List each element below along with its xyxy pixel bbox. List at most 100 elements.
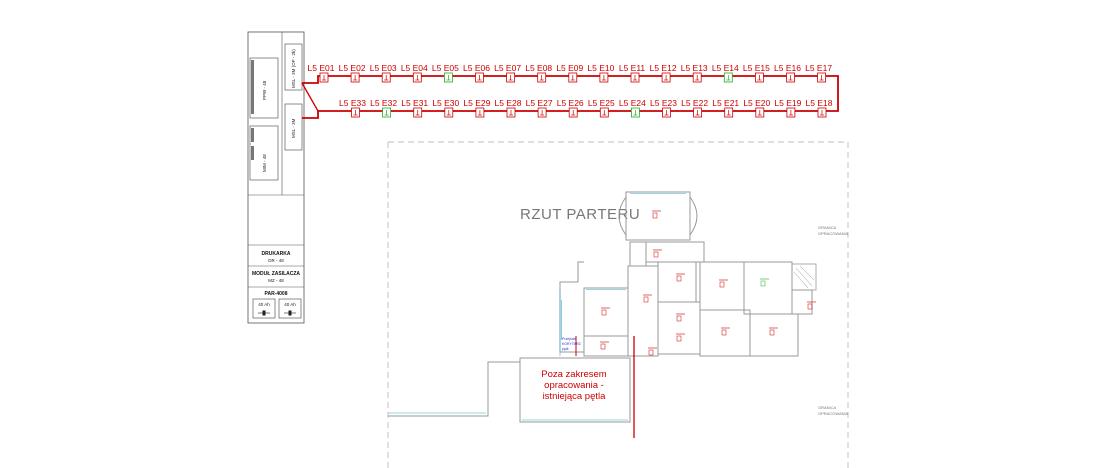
loop-device-l5-e04: L5 E04 bbox=[401, 63, 428, 83]
plan-detector bbox=[643, 294, 652, 303]
loop-device-label: L5 E29 bbox=[463, 98, 490, 108]
mim-module-label: MIM - 48 bbox=[262, 154, 267, 172]
loop-device-l5-e33: L5 E33 bbox=[339, 98, 366, 118]
loop-device-label: L5 E03 bbox=[370, 63, 397, 73]
loop-module-1: MSL - 3M (OP - 2k) bbox=[284, 43, 303, 91]
loop-device-label: L5 E19 bbox=[774, 98, 801, 108]
loop-device-label: L5 E05 bbox=[432, 63, 459, 73]
control-panel: MSL - 3M (OP - 2k) MSL - 3M PPW - 48 MIM… bbox=[247, 31, 305, 324]
battery-cell-2: 40 Ah bbox=[278, 298, 302, 319]
battery-cell-1: 40 Ah bbox=[252, 298, 276, 319]
loop-device-l5-e08: L5 E08 bbox=[525, 63, 552, 83]
ppw-module: PPW - 48 bbox=[249, 57, 279, 119]
loop-device-l5-e16: L5 E16 bbox=[774, 63, 801, 83]
out-of-scope-note-line3: istniejąca pętla bbox=[543, 391, 607, 402]
plan-detector bbox=[760, 278, 769, 287]
loop-device-l5-e20: L5 E20 bbox=[743, 98, 771, 118]
loop-device-label: L5 E16 bbox=[774, 63, 801, 73]
plan-detector bbox=[600, 341, 609, 350]
loop-device-label: L5 E24 bbox=[619, 98, 646, 108]
loop-device-label: L5 E27 bbox=[526, 98, 553, 108]
detection-loop-wiring bbox=[301, 75, 839, 119]
loop-device-l5-e05: L5 E05 bbox=[432, 63, 459, 83]
loop-device-label: L5 E01 bbox=[308, 63, 335, 73]
loop-device-label: L5 E21 bbox=[712, 98, 739, 108]
plan-detector bbox=[676, 313, 685, 322]
loop-device-l5-e32: L5 E32 bbox=[370, 98, 397, 118]
loop-device-label: L5 E26 bbox=[557, 98, 584, 108]
loop-device-l5-e01: L5 E01 bbox=[308, 63, 335, 83]
battery-cell-2-label: 40 Ah bbox=[284, 302, 296, 307]
loop-device-l5-e18: L5 E18 bbox=[806, 98, 833, 118]
loop-device-l5-e29: L5 E29 bbox=[463, 98, 491, 118]
loop-device-l5-e13: L5 E13 bbox=[681, 63, 708, 83]
loop-device-l5-e06: L5 E06 bbox=[463, 63, 490, 83]
loop-device-l5-e09: L5 E09 bbox=[556, 63, 584, 83]
loop-device-label: L5 E22 bbox=[681, 98, 708, 108]
loop-device-label: L5 E12 bbox=[650, 63, 677, 73]
loop-device-l5-e11: L5 E11 bbox=[619, 63, 646, 83]
power-supply-title: MODUŁ ZASILACZA bbox=[252, 271, 300, 277]
loop-device-label: L5 E06 bbox=[463, 63, 490, 73]
loop-device-label: L5 E10 bbox=[587, 63, 614, 73]
loop-device-label: L5 E31 bbox=[401, 98, 428, 108]
power-supply-model: MZ - 48 bbox=[268, 278, 284, 283]
loop-device-l5-e27: L5 E27 bbox=[526, 98, 553, 118]
boundary-label-top-1: GRANICA bbox=[818, 225, 837, 230]
loop-device-l5-e12: L5 E12 bbox=[650, 63, 677, 83]
loop-device-l5-e22: L5 E22 bbox=[681, 98, 708, 118]
boundary-label-top-2: OPRACOWANIA bbox=[818, 231, 849, 236]
loop-device-label: L5 E32 bbox=[370, 98, 397, 108]
plan-detector bbox=[676, 333, 685, 342]
loop-device-label: L5 E20 bbox=[743, 98, 770, 108]
loop-bottom-row: L5 E33 L5 E32 L5 E31 L5 E30 L5 E29 L5 E28 L5 E… bbox=[339, 98, 833, 118]
plan-detector bbox=[652, 210, 661, 219]
battery-cell-1-label: 40 Ah bbox=[258, 302, 270, 307]
loop-device-label: L5 E18 bbox=[806, 98, 833, 108]
loop-device-l5-e03: L5 E03 bbox=[370, 63, 397, 83]
loop-device-l5-e25: L5 E25 bbox=[588, 98, 615, 118]
loop-device-label: L5 E08 bbox=[525, 63, 552, 73]
loop-device-l5-e31: L5 E31 bbox=[401, 98, 428, 118]
plan-detector bbox=[648, 347, 657, 356]
loop-device-l5-e24: L5 E24 bbox=[619, 98, 646, 118]
stairs bbox=[791, 263, 817, 291]
plan-detector bbox=[769, 327, 778, 336]
loop-device-l5-e23: L5 E23 bbox=[650, 98, 677, 118]
loop-device-label: L5 E17 bbox=[805, 63, 832, 73]
loop-device-label: L5 E11 bbox=[619, 63, 646, 73]
loop-top-row: L5 E01 L5 E02 L5 E03 L5 E04 L5 E05 L5 E06 L5 E… bbox=[308, 63, 832, 83]
loop-device-l5-e21: L5 E21 bbox=[712, 98, 739, 118]
plan-detector bbox=[719, 279, 728, 288]
loop-device-l5-e15: L5 E15 bbox=[743, 63, 770, 83]
loop-device-label: L5 E23 bbox=[650, 98, 677, 108]
loop-device-l5-e30: L5 E30 bbox=[432, 98, 460, 118]
loop-module-1-label: MSL - 3M (OP - 2k) bbox=[291, 49, 296, 88]
plan-detector bbox=[676, 273, 685, 282]
loop-device-label: L5 E15 bbox=[743, 63, 770, 73]
printer-title: DRUKARKA bbox=[262, 251, 291, 257]
loop-device-label: L5 E30 bbox=[432, 98, 459, 108]
loop-device-label: L5 E02 bbox=[339, 63, 366, 73]
boundary-label-bottom-1: GRANICA bbox=[818, 405, 837, 410]
ppw-module-label: PPW - 48 bbox=[262, 80, 267, 100]
plan-detector bbox=[807, 301, 816, 310]
loop-device-l5-e07: L5 E07 bbox=[494, 63, 521, 83]
loop-device-label: L5 E13 bbox=[681, 63, 708, 73]
blue-note-1: Przejście bbox=[562, 337, 576, 341]
loop-device-label: L5 E33 bbox=[339, 98, 366, 108]
floor-plan: RZUT PARTERU bbox=[387, 141, 849, 468]
loop-device-l5-e14: L5 E14 bbox=[712, 63, 739, 83]
plan-detector bbox=[601, 307, 610, 316]
battery-title: PAR-4008 bbox=[265, 291, 288, 297]
loop-device-label: L5 E14 bbox=[712, 63, 739, 73]
mim-module: MIM - 48 bbox=[249, 125, 279, 181]
plan-detector bbox=[721, 327, 730, 336]
printer-model: DR - 48 bbox=[268, 258, 284, 263]
loop-device-label: L5 E09 bbox=[556, 63, 583, 73]
plan-detector bbox=[653, 249, 662, 258]
loop-device-label: L5 E07 bbox=[494, 63, 521, 73]
loop-module-2: MSL - 3M bbox=[284, 103, 303, 151]
loop-device-l5-e28: L5 E28 bbox=[495, 98, 522, 118]
